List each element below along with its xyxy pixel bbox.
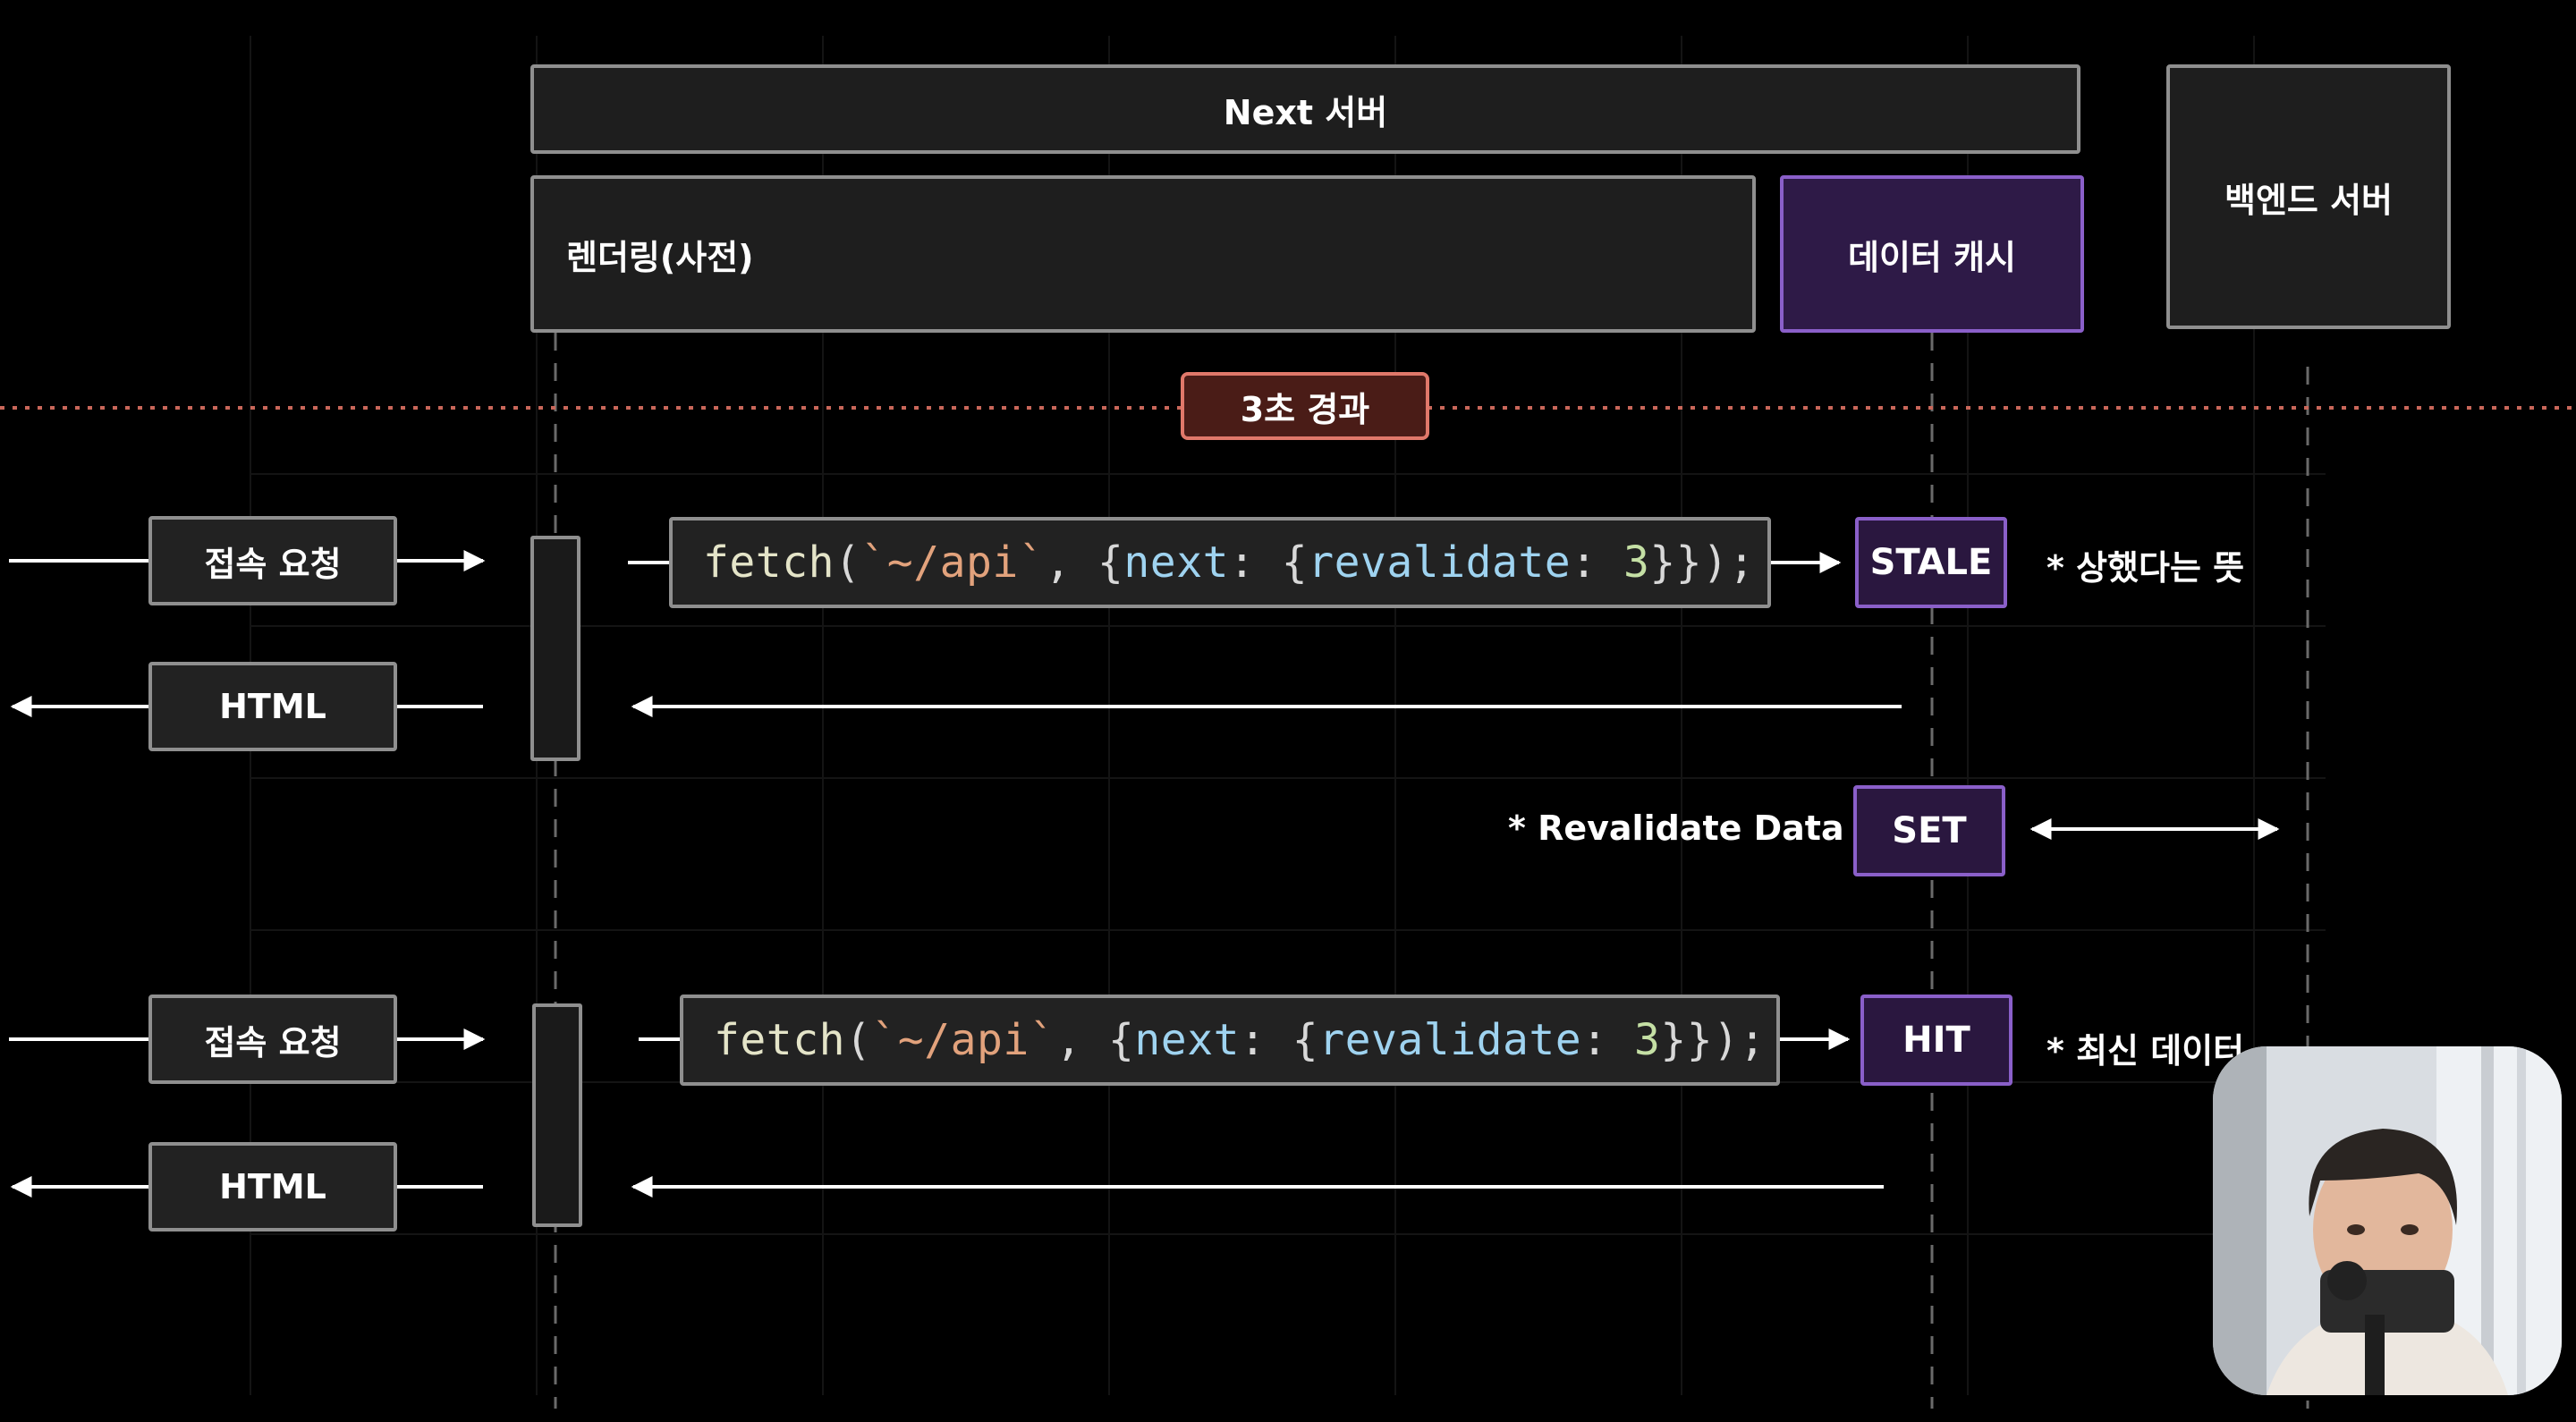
rendering-label: 렌더링(사전): [566, 237, 754, 277]
presenter-webcam: [2213, 1046, 2562, 1395]
html-label-1: HTML: [219, 687, 326, 726]
data-cache-label: 데이터 캐시: [1847, 237, 2017, 277]
rendering-box: 렌더링(사전): [530, 175, 1756, 333]
presenter-portrait: [2213, 1046, 2562, 1395]
hit-status-box: HIT: [1860, 995, 2012, 1086]
set-action-box: SET: [1853, 785, 2005, 876]
request-box-1: 접속 요청: [148, 516, 397, 605]
stale-status-box: STALE: [1855, 517, 2007, 608]
set-action-label: SET: [1892, 810, 1967, 851]
fetch-code-2: fetch(`~/api`, {next: {revalidate: 3}});: [714, 1015, 1766, 1065]
backend-server-box: 백엔드 서버: [2166, 64, 2451, 329]
html-box-1: HTML: [148, 662, 397, 751]
stale-note: * 상했다는 뜻: [2046, 548, 2245, 588]
html-label-2: HTML: [219, 1167, 326, 1206]
render-activation-2: [532, 1003, 582, 1227]
backend-server-label: 백엔드 서버: [2224, 180, 2394, 220]
timer-badge: 3초 경과: [1181, 372, 1429, 440]
revalidate-note: * Revalidate Data: [1508, 808, 1844, 848]
stale-status-label: STALE: [1869, 542, 1993, 583]
request-box-2: 접속 요청: [148, 995, 397, 1084]
request-label-2: 접속 요청: [204, 1022, 342, 1062]
data-cache-box: 데이터 캐시: [1780, 175, 2084, 333]
fetch-code-box-2: fetch(`~/api`, {next: {revalidate: 3}});: [680, 995, 1780, 1086]
next-server-box: Next 서버: [530, 64, 2080, 154]
request-label-1: 접속 요청: [204, 544, 342, 584]
next-server-label: Next 서버: [1223, 92, 1388, 132]
fetch-code-1: fetch(`~/api`, {next: {revalidate: 3}});: [703, 537, 1755, 588]
fetch-code-box-1: fetch(`~/api`, {next: {revalidate: 3}});: [669, 517, 1771, 608]
render-activation-1: [530, 536, 580, 761]
hit-status-label: HIT: [1902, 1020, 1970, 1061]
hit-note: * 최신 데이터: [2046, 1031, 2245, 1071]
timer-label: 3초 경과: [1240, 389, 1370, 429]
html-box-2: HTML: [148, 1142, 397, 1232]
